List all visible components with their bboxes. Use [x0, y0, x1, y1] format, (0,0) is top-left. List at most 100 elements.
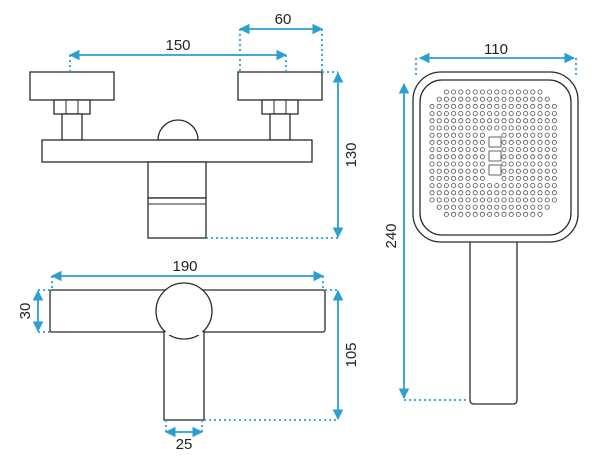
nozzle-hole	[501, 204, 507, 210]
nozzle-hole	[515, 132, 521, 138]
nozzle-hole	[458, 204, 464, 210]
nozzle-hole	[451, 111, 457, 117]
nozzle-hole	[530, 204, 536, 210]
nozzle-hole	[501, 211, 507, 217]
nozzle-hole	[458, 103, 464, 109]
nozzle-hole	[429, 103, 435, 109]
nozzle-hole	[443, 154, 449, 160]
nozzle-hole	[537, 168, 543, 174]
nozzle-hole	[451, 197, 457, 203]
nozzle-hole	[429, 183, 435, 189]
nozzle-hole	[479, 175, 485, 181]
nozzle-hole	[436, 118, 442, 124]
nozzle-hole	[515, 147, 521, 153]
nozzle-hole	[479, 89, 485, 95]
nozzle-hole	[515, 111, 521, 117]
nozzle-hole	[508, 190, 514, 196]
nozzle-hole	[472, 175, 478, 181]
nozzle-hole	[515, 161, 521, 167]
nozzle-hole	[458, 211, 464, 217]
nozzle-hole	[458, 168, 464, 174]
nozzle-hole	[501, 118, 507, 124]
nozzle-hole	[479, 161, 485, 167]
nozzle-hole	[451, 190, 457, 196]
nozzle-hole	[443, 132, 449, 138]
nozzle-hole	[494, 211, 500, 217]
nozzle-hole	[494, 190, 500, 196]
dimension-240: 240	[383, 82, 470, 401]
nozzle-hole	[487, 183, 493, 189]
nozzle-hole	[530, 125, 536, 131]
nozzle-hole	[458, 154, 464, 160]
nozzle-hole	[494, 96, 500, 102]
nozzle-hole	[508, 175, 514, 181]
nozzle-hole	[494, 197, 500, 203]
nozzle-hole	[443, 111, 449, 117]
nozzle-hole	[537, 118, 543, 124]
nozzle-hole	[515, 154, 521, 160]
nozzle-hole	[458, 183, 464, 189]
dimension-label-240: 240	[383, 223, 400, 248]
nozzle-hole	[451, 154, 457, 160]
dimension-label-150: 150	[165, 37, 190, 54]
nozzle-hole	[472, 168, 478, 174]
nozzle-hole	[508, 96, 514, 102]
nozzle-hole	[537, 175, 543, 181]
nozzle-hole	[458, 161, 464, 167]
nozzle-hole	[494, 89, 500, 95]
nozzle-hole	[429, 154, 435, 160]
nozzle-hole	[465, 204, 471, 210]
nozzle-hole	[443, 118, 449, 124]
nozzle-hole	[436, 125, 442, 131]
nozzle-hole	[523, 197, 529, 203]
nozzle-hole	[451, 118, 457, 124]
dimension-110: 110	[415, 41, 577, 78]
nozzle-hole	[544, 168, 550, 174]
nozzle-hole	[551, 183, 557, 189]
nozzle-hole	[472, 161, 478, 167]
nozzle-hole	[465, 139, 471, 145]
nozzle-hole	[429, 139, 435, 145]
nozzle-hole	[487, 103, 493, 109]
showerhead-handle	[469, 235, 518, 405]
nozzle-hole	[501, 111, 507, 117]
nozzle-hole	[551, 111, 557, 117]
nozzle-hole	[429, 197, 435, 203]
nozzle-hole	[523, 132, 529, 138]
dimension-190: 190	[50, 258, 325, 290]
nozzle-hole	[544, 132, 550, 138]
nozzle-hole	[429, 161, 435, 167]
nozzle-hole	[544, 183, 550, 189]
nozzle-hole	[515, 89, 521, 95]
nozzle-hole	[501, 103, 507, 109]
nozzle-hole	[465, 147, 471, 153]
nozzle-hole	[472, 190, 478, 196]
nozzle-hole	[436, 103, 442, 109]
nozzle-hole	[501, 190, 507, 196]
nozzle-hole	[515, 183, 521, 189]
nozzle-hole	[508, 183, 514, 189]
nozzle-hole	[472, 154, 478, 160]
nozzle-hole	[523, 103, 529, 109]
nozzle-hole	[465, 89, 471, 95]
nozzle-hole	[551, 190, 557, 196]
nozzle-hole	[443, 89, 449, 95]
nozzle-hole	[479, 211, 485, 217]
nozzle-hole	[530, 147, 536, 153]
nozzle-hole	[436, 175, 442, 181]
nozzle-hole	[523, 204, 529, 210]
nozzle-hole	[465, 183, 471, 189]
nozzle-hole	[443, 103, 449, 109]
dimension-label-190: 190	[172, 258, 197, 275]
nozzle-hole	[501, 132, 507, 138]
center-dome	[157, 119, 199, 141]
nozzle-hole	[472, 125, 478, 131]
nozzle-hole	[537, 211, 543, 217]
right-stem	[269, 113, 291, 141]
nozzle-hole	[544, 175, 550, 181]
nozzle-hole	[494, 183, 500, 189]
nozzle-hole	[436, 147, 442, 153]
nozzle-hole	[451, 96, 457, 102]
nozzle-hole	[429, 175, 435, 181]
